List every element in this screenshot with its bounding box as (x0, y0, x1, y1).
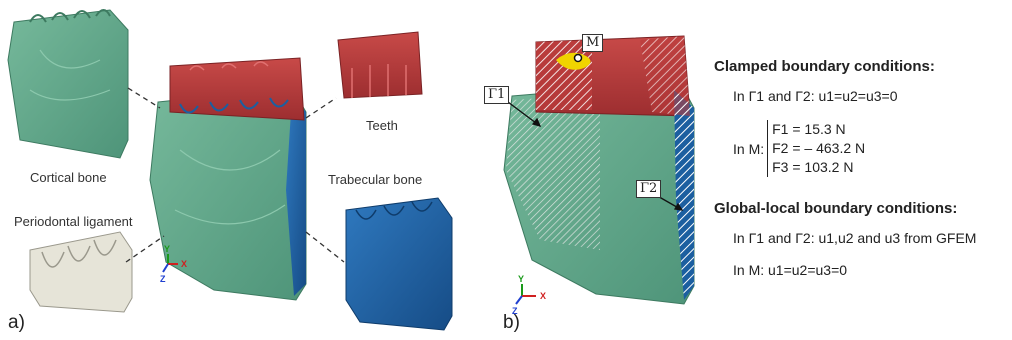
force-f3: F3 = 103.2 N (772, 158, 865, 177)
label-teeth: Teeth (366, 118, 398, 133)
gamma1-label: Γ1 (484, 86, 509, 104)
force-f2: F2 = – 463.2 N (772, 139, 865, 158)
axis-triad-b (516, 284, 536, 304)
axis-x-label-b: X (540, 291, 546, 301)
axis-z-label-a: Z (160, 274, 166, 284)
trabecular-bone-part (346, 198, 452, 330)
panel-letter-a: a) (8, 312, 25, 334)
global-local-gamma-line: In Γ1 and Γ2: u1,u2 and u3 from GFEM (733, 230, 976, 246)
force-f1: F1 = 15.3 N (772, 120, 865, 139)
label-trabecular-bone: Trabecular bone (328, 172, 422, 187)
cortical-bone-part (8, 10, 128, 158)
clamped-gamma-line: In Γ1 and Γ2: u1=u2=u3=0 (733, 88, 898, 104)
clamped-in-m-label: In M: (733, 141, 764, 157)
periodontal-ligament-part (30, 232, 132, 312)
axis-x-label-a: X (181, 259, 187, 269)
teeth-part (338, 32, 422, 98)
clamped-force-block: In M: F1 = 15.3 N F2 = – 463.2 N F3 = 10… (733, 120, 865, 177)
axis-y-label-a: Y (164, 244, 170, 254)
axis-y-label-b: Y (518, 274, 524, 284)
global-local-m-line: In M: u1=u2=u3=0 (733, 262, 847, 278)
force-list: F1 = 15.3 N F2 = – 463.2 N F3 = 103.2 N (767, 120, 865, 177)
label-cortical-bone: Cortical bone (30, 170, 107, 185)
point-m-marker (575, 55, 582, 62)
global-local-title: Global-local boundary conditions: (714, 200, 957, 217)
point-m-label: M (582, 34, 603, 52)
label-periodontal-ligament: Periodontal ligament (14, 214, 133, 229)
clamped-title: Clamped boundary conditions: (714, 58, 935, 75)
main-assembly-b (504, 36, 694, 304)
axis-z-label-b: Z (512, 306, 518, 316)
gamma2-label: Γ2 (636, 180, 661, 198)
